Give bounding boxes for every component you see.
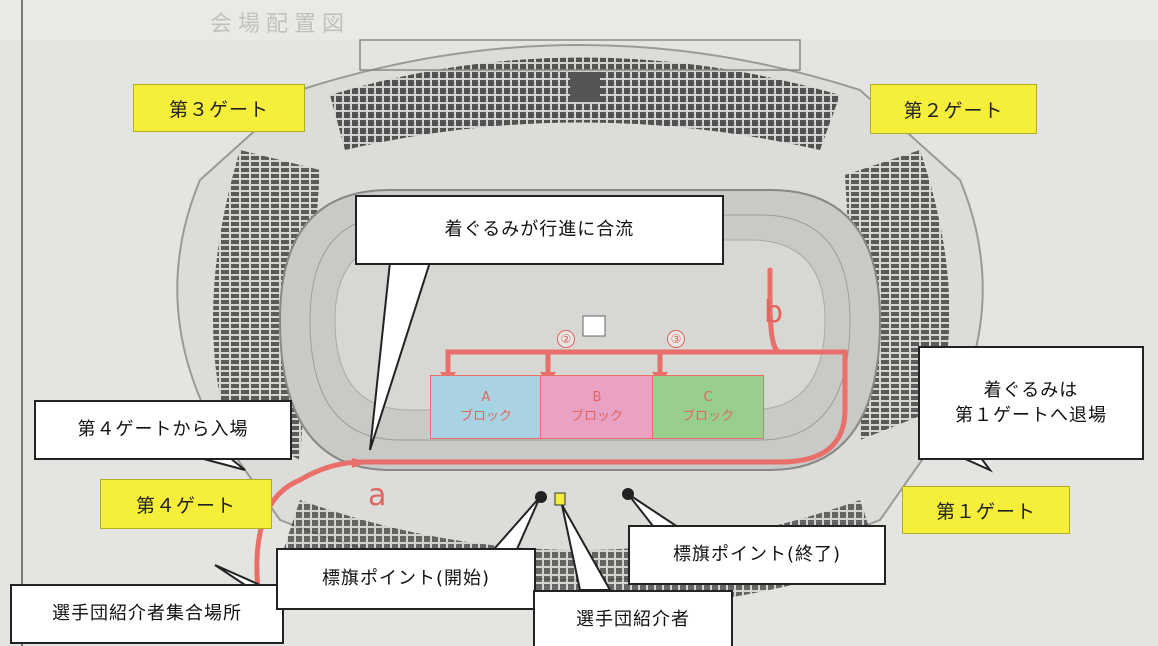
block-c-label: ブロック <box>681 409 734 424</box>
infield-marker <box>582 315 606 337</box>
top-stand <box>330 57 840 150</box>
block-c: C ブロック <box>652 375 764 439</box>
callout-introducer-assembly: 選手団紹介者集合場所 <box>10 584 284 644</box>
gate-1-label: 第１ゲート <box>902 486 1070 534</box>
callout-flag-start: 標旗ポイント(開始) <box>276 548 536 610</box>
gate-2-label: 第２ゲート <box>870 84 1037 134</box>
block-b-letter: B <box>592 389 602 405</box>
scoreboard <box>570 72 600 102</box>
block-b-label: ブロック <box>570 409 623 424</box>
route-label-a: a <box>368 478 387 513</box>
callout-enter-gate4: 第４ゲートから入場 <box>34 400 292 460</box>
block-a-label: ブロック <box>459 409 512 424</box>
top-roof <box>359 39 801 71</box>
route-label-b: b <box>764 295 784 330</box>
block-b: B ブロック <box>540 375 654 439</box>
mascot-exit-line1: 着ぐるみは <box>983 379 1079 401</box>
track-lane <box>309 214 851 441</box>
top-header-text: 会場配置図 <box>210 12 351 37</box>
entry-arrow <box>352 458 368 468</box>
route-marker-2: ② <box>557 330 575 348</box>
route-marker-3: ③ <box>667 330 685 348</box>
introducer-marker <box>554 492 566 506</box>
block-c-letter: C <box>703 389 713 405</box>
callout-mascot-join: 着ぐるみが行進に合流 <box>355 195 724 265</box>
block-a: A ブロック <box>430 375 542 439</box>
gate-4-label: 第４ゲート <box>100 479 272 529</box>
callout-mascot-exit: 着ぐるみは 第１ゲートへ退場 <box>918 346 1144 460</box>
mascot-exit-line2: 第１ゲートへ退場 <box>955 405 1107 426</box>
callout-flag-end: 標旗ポイント(終了) <box>628 525 886 585</box>
top-strip <box>0 0 1158 40</box>
block-a-letter: A <box>481 389 491 405</box>
pointer-assembly <box>214 564 261 586</box>
callout-introducer: 選手団紹介者 <box>533 590 733 646</box>
gate-3-label: 第３ゲート <box>133 84 305 132</box>
mascot-exit-route <box>767 267 848 355</box>
